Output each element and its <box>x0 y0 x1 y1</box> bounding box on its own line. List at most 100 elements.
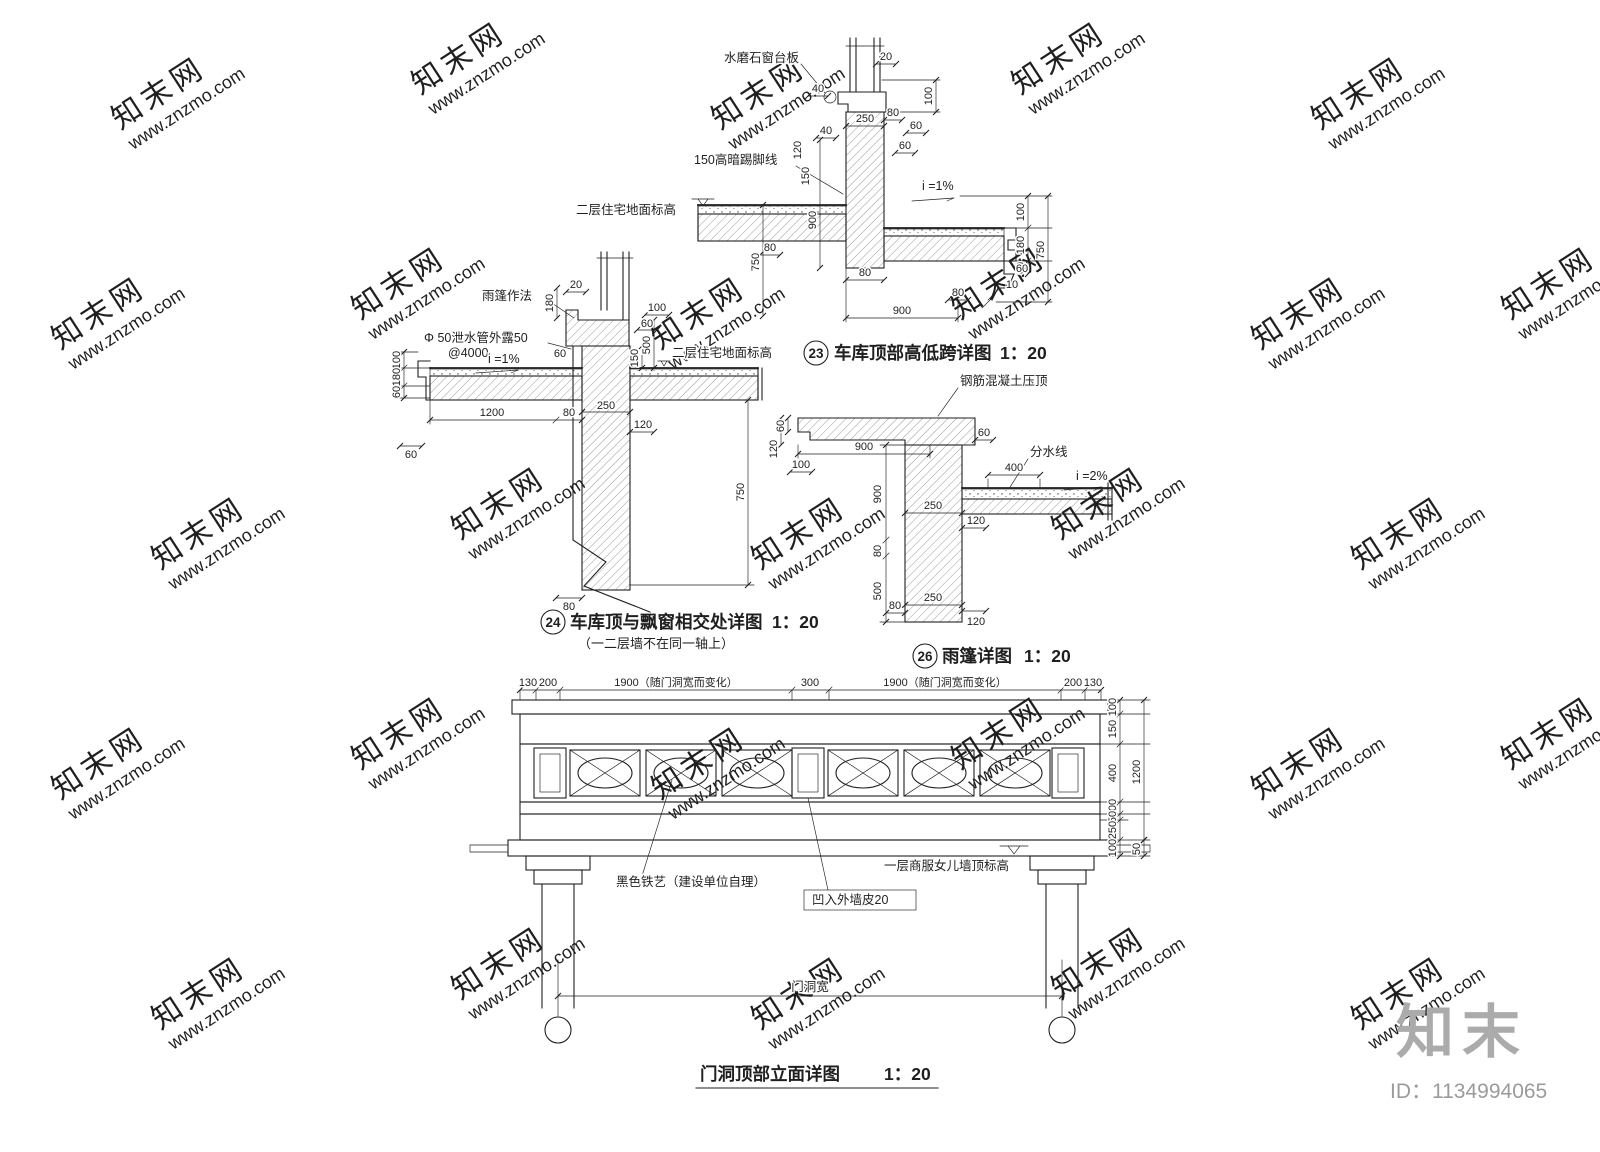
brand: 知末 ID：1134994065 <box>1390 1000 1547 1103</box>
detail-title: 车库顶部高低跨详图 <box>834 343 992 363</box>
slope-label: i =2% <box>1076 469 1108 483</box>
skirt-label: 150高暗踢脚线 <box>694 152 778 167</box>
dim-label: 400 <box>1005 462 1023 474</box>
floor-level-label: 二层住宅地面标高 <box>672 345 772 360</box>
floor-level-label: 二层住宅地面标高 <box>576 202 676 217</box>
dim-label: 80 <box>563 407 575 419</box>
dim-label: 40 <box>812 83 824 95</box>
dim-label: 250 <box>597 400 615 412</box>
dim-label: 1200 <box>480 407 504 419</box>
dim-label: 200 <box>1064 677 1082 689</box>
dim-label: 20 <box>570 279 582 291</box>
dim-label: 100 <box>1015 203 1027 221</box>
sill-label: 水磨石窗台板 <box>724 50 800 65</box>
dim-label: 1900（随门洞宽而变化） <box>614 675 737 689</box>
dim-label: 150 <box>800 167 812 185</box>
dim-label: 1900（随门洞宽而变化） <box>883 675 1006 689</box>
opening-width-label: 门洞宽 <box>791 979 829 994</box>
detail-24: 雨篷作法 Φ 50泄水管外露50 @4000 二层住宅地面标高 i =1% 20… <box>390 251 819 651</box>
dim-label: 120 <box>768 440 780 458</box>
dim-label: 60 <box>641 318 653 330</box>
sheet-scale: 1：20 <box>884 1064 931 1084</box>
dim-label: 900 <box>893 305 911 317</box>
coping-label: 钢筋混凝土压顶 <box>960 373 1048 388</box>
detail-23-geometry <box>691 37 1053 323</box>
detail-26-geometry <box>777 387 1113 626</box>
dim-label: 250 <box>924 500 942 512</box>
dim-label: 10 <box>1006 279 1018 291</box>
dim-label: 750 <box>750 253 762 271</box>
detail-scale: 1：20 <box>1024 646 1071 666</box>
drain-label: Φ 50泄水管外露50 <box>424 330 528 345</box>
dim-label: 100 <box>1107 799 1119 817</box>
elevation-detail: 130 200 1900（随门洞宽而变化） 300 1900（随门洞宽而变化） … <box>469 674 1151 1089</box>
dim-label: 900 <box>807 211 819 229</box>
dim-label: 40 <box>820 125 832 137</box>
dim-label: 20 <box>880 51 892 63</box>
dim-label: 60 <box>978 427 990 439</box>
dim-label: 60 <box>554 348 566 360</box>
dim-label: 50 <box>1107 811 1119 823</box>
dim-label: 250 <box>856 113 874 125</box>
dim-label: 60 <box>1016 263 1028 275</box>
dim-label: 120 <box>634 419 652 431</box>
dim-label: 500 <box>641 336 653 354</box>
dim-label: 180 <box>391 368 403 386</box>
canopy-label: 雨篷作法 <box>482 288 532 303</box>
dim-label: 180 <box>544 294 556 312</box>
dim-label: 500 <box>872 582 884 600</box>
dim-label: 750 <box>1035 241 1047 259</box>
dim-label: 1200 <box>1131 760 1143 784</box>
dim-label: 300 <box>801 677 819 689</box>
dim-label: 80 <box>872 545 884 557</box>
dim-label: 80 <box>764 242 776 254</box>
detail-23: 水磨石窗台板 150高暗踢脚线 二层住宅地面标高 i =1% 20 100 40… <box>575 37 1053 366</box>
detail-bubble <box>803 340 829 366</box>
dim-label: 80 <box>859 267 871 279</box>
dim-label: 150 <box>629 349 641 367</box>
divide-line-label: 分水线 <box>1030 445 1068 459</box>
dim-label: 120 <box>967 616 985 628</box>
detail-26: 钢筋混凝土压顶 分水线 i =2% 60 120 60 900 100 400 … <box>767 372 1113 669</box>
dim-label: 80 <box>889 600 901 612</box>
dim-label: 60 <box>775 420 787 432</box>
detail-bubble <box>912 643 938 669</box>
grille-panel <box>569 749 1051 797</box>
dim-label: 60 <box>1015 262 1027 274</box>
elevation-geometry <box>469 686 1151 1089</box>
parapet-level-label: 一层商服女儿墙顶标高 <box>884 858 1009 873</box>
dim-label: 80 <box>887 107 899 119</box>
dim-label: 100 <box>792 459 810 471</box>
dim-label: 80 <box>952 287 964 299</box>
recess-label: 凹入外墙皮20 <box>812 893 888 907</box>
dim-label: 200 <box>539 677 557 689</box>
drain-spacing-label: @4000 <box>448 346 489 360</box>
dim-label: 100 <box>1107 698 1119 716</box>
slope-label: i =1% <box>922 179 954 193</box>
dim-label: 60 <box>910 120 922 132</box>
dim-label: 250 <box>924 592 942 604</box>
dim-label: 120 <box>792 141 804 159</box>
dim-label: 150 <box>1107 720 1119 738</box>
dim-label: 120 <box>967 515 985 527</box>
detail-bubble-number: 26 <box>917 649 933 664</box>
detail-title: 车库顶与飘窗相交处详图 <box>570 612 763 632</box>
dim-label: 60 <box>405 449 417 461</box>
dim-label: 100 <box>648 302 666 314</box>
dim-label: 80 <box>563 601 575 613</box>
detail-scale: 1：20 <box>772 612 819 632</box>
brand-logo: 知末 <box>1396 1000 1528 1065</box>
dim-label: 60 <box>391 386 403 398</box>
detail-24-geometry <box>396 251 763 613</box>
iron-grille-label: 黑色铁艺（建设单位自理） <box>616 874 766 889</box>
sheet-title: 门洞顶部立面详图 <box>700 1064 840 1084</box>
dim-label: 250 <box>1107 821 1119 839</box>
detail-bubble <box>540 609 566 635</box>
dim-label: 900 <box>872 485 884 503</box>
detail-bubble-number: 24 <box>545 615 561 630</box>
dim-label: 50 <box>1131 843 1143 855</box>
detail-title: 雨篷详图 <box>942 646 1012 666</box>
dim-label: 130 <box>1084 677 1102 689</box>
dim-label: 130 <box>519 677 537 689</box>
